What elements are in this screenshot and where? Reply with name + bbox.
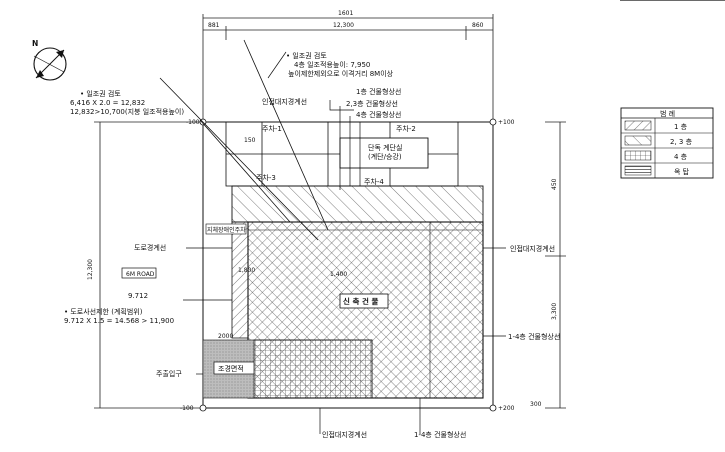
legend-swatch-2 — [624, 135, 652, 146]
level-minus100-top: -100 — [186, 119, 200, 126]
adjacent-top-label: 인접대지경계선 — [262, 97, 307, 106]
dim-top-left: 881 — [208, 22, 220, 29]
landscape-label-box — [213, 361, 255, 375]
left-note-1: • 일조권 검토 — [80, 89, 121, 98]
new-building-label-box — [339, 293, 389, 309]
legend-swatch-3 — [624, 150, 652, 161]
sunlight-diagonals — [159, 39, 329, 241]
floor1-wall-label: 1층 건물형상선 — [356, 87, 401, 96]
road-width-label: 9.712 — [128, 292, 148, 300]
dim-top-right: 860 — [472, 22, 484, 29]
dim-150: 150 — [244, 137, 256, 144]
dim-2000: 2000 — [218, 333, 233, 340]
floor4-wall-label: 4층 건물형상선 — [356, 110, 401, 119]
legend-row-2-label: 2, 3 층 — [670, 137, 693, 146]
road-note-2: 9.712 X 1.5 = 14.568 > 11,900 — [64, 317, 174, 325]
dim-right-lower: 3,300 — [551, 303, 558, 320]
entrance-label: 주출입구 — [156, 369, 182, 378]
road-name-label: 6M ROAD — [126, 271, 155, 278]
leader-lines — [183, 51, 506, 434]
top-dimensions — [202, 14, 494, 130]
road-note-1: • 도로사선제한 (계획범위) — [64, 307, 143, 316]
landscape-area — [253, 339, 373, 399]
left-note-2: 6,416 X 2.0 = 12,832 — [70, 99, 145, 107]
height-note-2: 4층 일조적용높이: 7,950 — [294, 60, 370, 69]
parking-1-label: 주차-1 — [262, 124, 282, 133]
dim-left-vertical: 12,300 — [87, 259, 94, 280]
dim-top-total: 1601 — [338, 10, 353, 17]
accessible-parking-box — [205, 223, 247, 235]
height-note-1: • 일조권 검토 — [286, 51, 327, 60]
accessible-parking-label: 지체장애인주차 — [207, 226, 246, 234]
level-plus100: +100 — [498, 119, 515, 126]
adjacent-bottom-label: 인접대지경계선 — [322, 430, 367, 439]
dim-1800: 1,800 — [238, 267, 255, 274]
floor14-right-label: 1-4층 건물형상선 — [508, 332, 560, 341]
legend-row-3-label: 4 층 — [674, 152, 688, 161]
legend-title: 범 례 — [660, 109, 675, 118]
north-label: N — [32, 39, 38, 48]
right-dimensions — [545, 121, 566, 409]
stair-label: 단독 계단실 — [368, 143, 402, 152]
left-note-3: 12,832>10,700(지붕 일조적용높이) — [70, 107, 184, 116]
height-note-3: 높이제한제외으로 이격거리 8M이상 — [288, 69, 394, 78]
parking-4-label: 주차-4 — [364, 177, 384, 186]
dim-top-mid: 12,300 — [333, 22, 354, 29]
dim-bottom-right: 300 — [530, 401, 542, 408]
legend — [620, 107, 714, 179]
level-minus100-left: -100 — [180, 405, 194, 412]
road-boundary-label: 도로경계선 — [134, 243, 166, 252]
north-arrow — [33, 47, 67, 81]
legend-row-1-label: 1 층 — [674, 122, 688, 131]
level-plus200: +200 — [498, 405, 515, 412]
parking-3-label: 주차-3 — [256, 173, 276, 182]
road-name-box — [121, 267, 157, 279]
floor23-wall-label: 2,3층 건물형상선 — [346, 99, 398, 108]
stair-core — [339, 137, 429, 169]
stair-sublabel: (계단/승강) — [368, 152, 402, 161]
new-building-label: 신 축 건 물 — [343, 296, 379, 306]
parking-2-label: 주차-2 — [396, 124, 416, 133]
floor-23-band — [231, 185, 484, 223]
dim-right-upper: 450 — [551, 178, 558, 190]
legend-swatch-1 — [624, 120, 652, 131]
legend-swatch-4 — [624, 165, 652, 176]
legend-row-4-label: 옥 탑 — [674, 168, 690, 176]
dim-1400: 1,400 — [330, 271, 347, 278]
floor-1-left-strip — [231, 221, 249, 339]
landscape-label: 조경면적 — [218, 364, 244, 373]
left-dimensions — [94, 121, 203, 409]
floor14-bottom-label: 1-4층 건물형상선 — [414, 430, 466, 439]
adjacent-right-label: 인접대지경계선 — [510, 244, 555, 253]
